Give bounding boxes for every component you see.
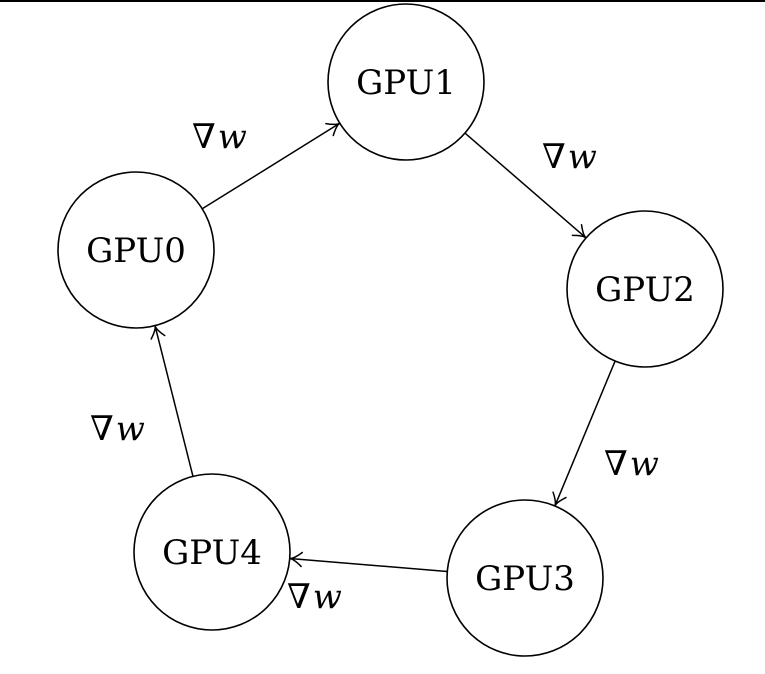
edge-label: ∇w [542,137,597,177]
edge-line [154,325,194,477]
node-label: GPU2 [595,270,695,310]
edge-label: ∇w [90,409,145,449]
arrowhead-icon [325,122,341,137]
node-circle [327,3,485,161]
node-gpu0: GPU0 [57,171,215,329]
node-label: GPU4 [162,533,262,573]
node-circle [566,210,724,368]
node-circle [57,171,215,329]
node-circle [133,473,291,631]
node-label: GPU0 [86,231,186,271]
edge-label: ∇w [604,444,659,484]
top-border-line [0,0,765,2]
node-label: GPU3 [475,559,575,599]
edge-line [201,122,341,210]
edge-label: ∇w [287,577,342,617]
edge-gpu0-to-gpu1: ∇w [192,117,341,210]
node-gpu3: GPU3 [446,499,604,657]
node-gpu1: GPU1 [327,3,485,161]
edge-gpu4-to-gpu0: ∇w [90,324,194,477]
node-gpu4: GPU4 [133,473,291,631]
edge-line [554,360,616,507]
edge-line [464,132,587,239]
edge-label: ∇w [192,117,247,157]
edge-gpu1-to-gpu2: ∇w [464,132,597,239]
edge-gpu3-to-gpu4: ∇w [287,551,448,617]
node-circle [446,499,604,657]
edge-gpu2-to-gpu3: ∇w [552,360,659,507]
node-label: GPU1 [356,63,456,103]
edge-line [289,557,448,573]
node-gpu2: GPU2 [566,210,724,368]
